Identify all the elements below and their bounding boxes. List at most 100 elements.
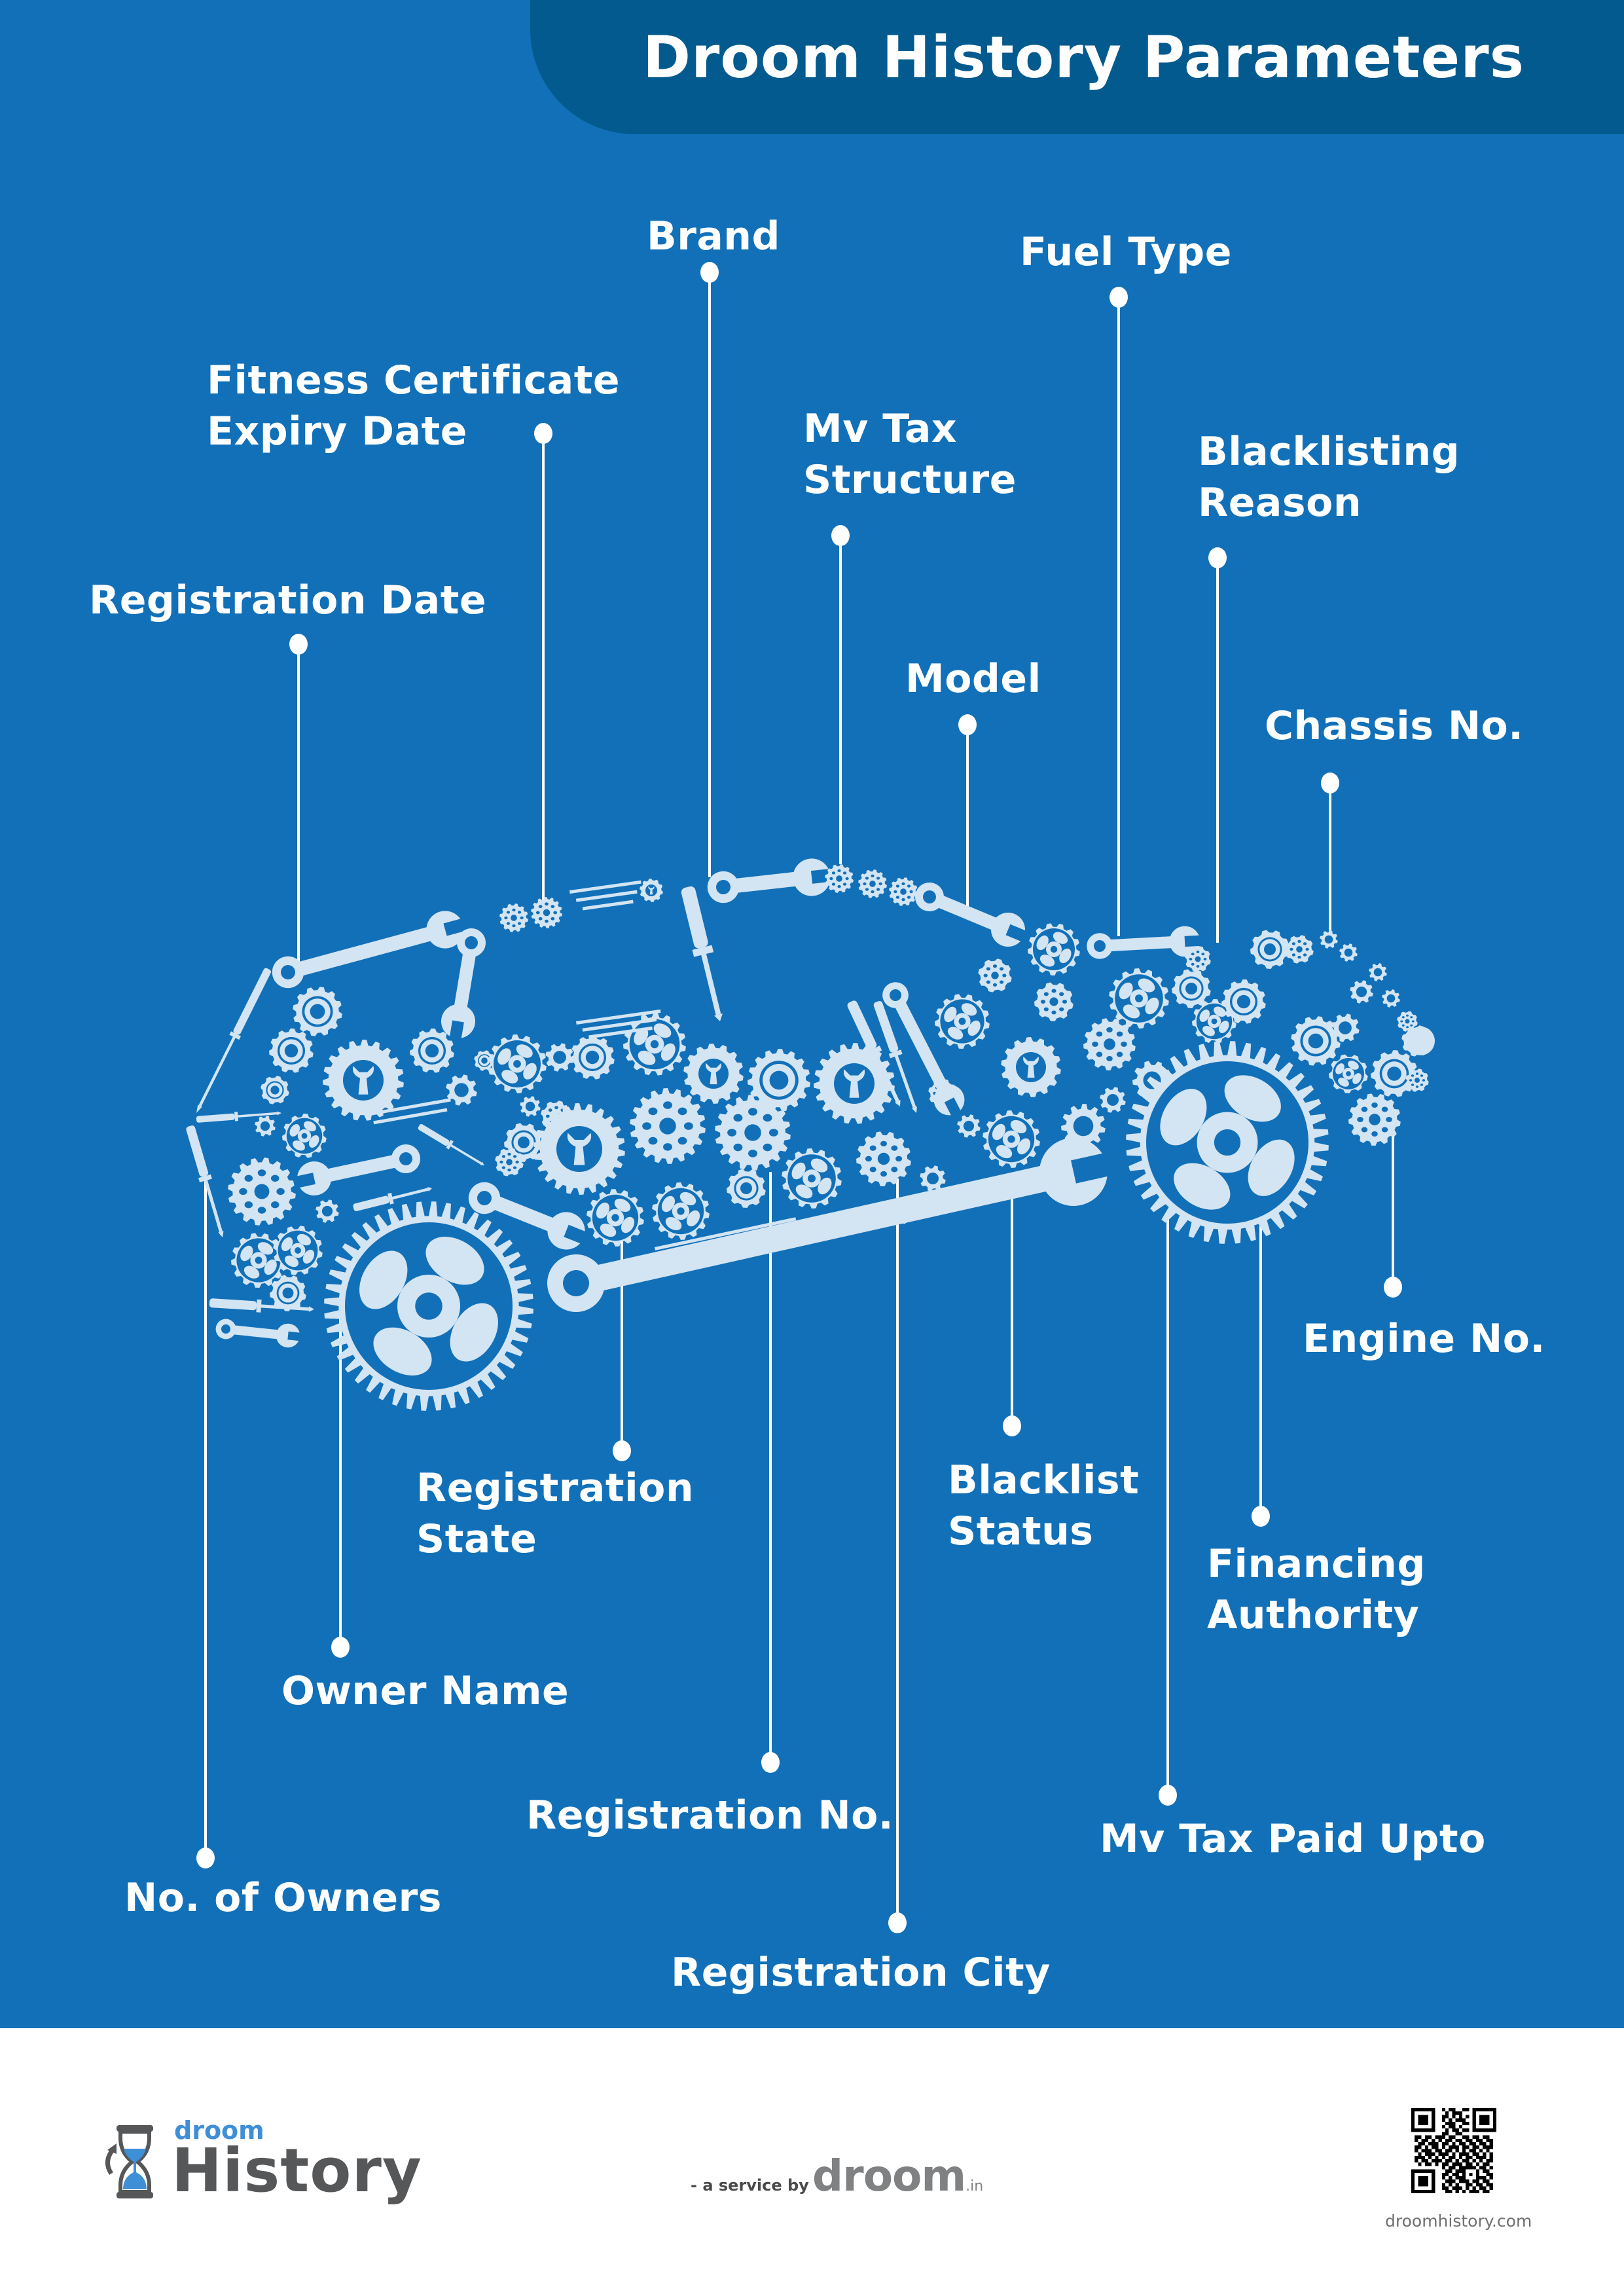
- qr-module: [1455, 2145, 1459, 2149]
- lower-wrench-icon: [215, 1319, 303, 1348]
- callout-label-blacklisting-reason: Blacklisting Reason: [1198, 429, 1460, 526]
- callout-dot-registration-date: [289, 634, 308, 655]
- qr-module: [1489, 2172, 1493, 2176]
- gear-icon: [261, 1076, 289, 1104]
- qr-module: [1475, 2162, 1479, 2166]
- qr-module: [1452, 2155, 1456, 2159]
- pillar-wrench-icon: [441, 928, 486, 1044]
- page-title: Droom History Parameters: [642, 24, 1525, 91]
- qr-module: [1455, 2159, 1459, 2163]
- gear-icon: [545, 1043, 574, 1072]
- qr-module: [1475, 2138, 1479, 2142]
- gear-icon: [782, 1148, 842, 1209]
- gear-icon: [727, 1169, 766, 1208]
- gear-icon: [446, 1074, 477, 1106]
- callout-label-chassis-no: Chassis No.: [1265, 703, 1524, 749]
- qr-module: [1432, 2142, 1435, 2146]
- qr-module: [1489, 2159, 1493, 2163]
- qr-module: [1452, 2186, 1456, 2190]
- qr-module: [1475, 2183, 1479, 2187]
- qr-module: [1486, 2162, 1490, 2166]
- service-prefix: - a service by: [691, 2176, 809, 2195]
- qr-module: [1483, 2152, 1487, 2156]
- qr-module: [1466, 2121, 1470, 2125]
- qr-module: [1475, 2169, 1479, 2173]
- qr-module: [1489, 2183, 1493, 2187]
- a-pillar-screwdriver-icon: [681, 886, 723, 1021]
- gear-icon: [652, 1182, 710, 1240]
- qr-module: [1441, 2166, 1445, 2170]
- qr-code-icon[interactable]: [1411, 2108, 1496, 2193]
- gear-icon: [1109, 968, 1169, 1029]
- gear-icon: [520, 1096, 541, 1117]
- qr-module: [1462, 2176, 1466, 2180]
- qr-module: [1445, 2162, 1449, 2166]
- qr-module: [1421, 2155, 1425, 2159]
- qr-module: [1452, 2179, 1456, 2183]
- qr-module: [1458, 2186, 1462, 2190]
- qr-module: [1472, 2186, 1476, 2190]
- qr-module: [1479, 2155, 1483, 2159]
- gear-icon: [856, 1131, 911, 1186]
- qr-module: [1466, 2166, 1470, 2170]
- qr-module: [1449, 2155, 1453, 2159]
- qr-module: [1472, 2166, 1476, 2170]
- qr-module: [1438, 2138, 1442, 2142]
- qr-module: [1489, 2155, 1493, 2159]
- droom-history-logo[interactable]: droom History: [103, 2116, 422, 2208]
- qr-module: [1486, 2183, 1490, 2187]
- qr-module: [1472, 2145, 1476, 2149]
- qr-module: [1472, 2142, 1476, 2146]
- qr-module: [1469, 2172, 1473, 2176]
- rear-screwdriver-icon: [186, 1125, 224, 1237]
- qr-module: [1449, 2135, 1453, 2139]
- callout-dot-blacklisting-reason: [1208, 547, 1227, 568]
- qr-module: [1466, 2186, 1470, 2190]
- gear-icon: [978, 958, 1012, 993]
- qr-module: [1452, 2166, 1456, 2170]
- qr-module: [1424, 2162, 1428, 2166]
- website-link[interactable]: droomhistory.com: [1385, 2212, 1532, 2231]
- qr-module: [1449, 2108, 1453, 2112]
- qr-module: [1489, 2176, 1493, 2180]
- qr-module: [1449, 2176, 1453, 2180]
- qr-module: [1472, 2135, 1476, 2139]
- qr-module: [1466, 2155, 1470, 2159]
- qr-module: [1475, 2155, 1479, 2159]
- qr-module: [1435, 2145, 1439, 2149]
- front-wheel-gear-icon: [1126, 1041, 1329, 1244]
- qr-module: [1441, 2135, 1445, 2139]
- gear-icon: [282, 1114, 327, 1158]
- gear-icon: [748, 1049, 810, 1112]
- qr-module: [1438, 2152, 1442, 2156]
- qr-module: [1415, 2145, 1418, 2149]
- qr-module: [1472, 2179, 1476, 2183]
- service-by-droom[interactable]: - a service by droom.in: [691, 2151, 983, 2203]
- callout-label-registration-date: Registration Date: [89, 577, 487, 623]
- qr-module: [1449, 2121, 1453, 2125]
- qr-module: [1445, 2159, 1449, 2163]
- qr-module: [1455, 2172, 1459, 2176]
- qr-module: [1441, 2118, 1445, 2122]
- qr-module: [1469, 2138, 1473, 2142]
- qr-module: [1428, 2135, 1432, 2139]
- gear-icon: [1061, 1104, 1106, 1148]
- speed-lines: [576, 1009, 661, 1039]
- qr-module: [1435, 2155, 1439, 2159]
- gear-icon: [531, 897, 562, 928]
- callout-dot-engine-no: [1384, 1277, 1402, 1298]
- callout-label-financing-authority: Financing Authority: [1207, 1541, 1426, 1638]
- qr-module: [1462, 2169, 1466, 2173]
- gear-icon: [858, 869, 887, 898]
- qr-module: [1415, 2135, 1418, 2139]
- gear-icon: [715, 1095, 791, 1171]
- qr-module: [1469, 2142, 1473, 2146]
- qr-module: [1479, 2186, 1483, 2190]
- qr-module: [1455, 2176, 1459, 2180]
- screwdriver-icon: [847, 1000, 901, 1107]
- qr-module: [1472, 2149, 1476, 2153]
- qr-module: [1445, 2111, 1449, 2115]
- qr-module: [1458, 2179, 1462, 2183]
- qr-module: [1458, 2155, 1462, 2159]
- qr-module: [1435, 2162, 1439, 2166]
